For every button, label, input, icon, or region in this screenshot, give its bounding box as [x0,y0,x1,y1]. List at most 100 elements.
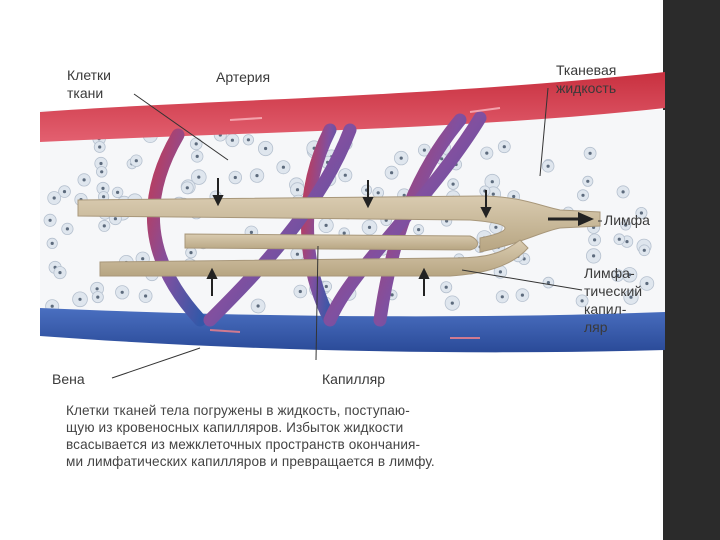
cell-nucleus [230,138,234,142]
label-pointers [111,87,602,379]
cell-nucleus [390,293,394,297]
cell-nucleus [194,142,198,146]
label-tissue-fluid-line2: жидкость [556,80,616,96]
cell-nucleus [62,190,67,194]
cell-nucleus [485,151,489,155]
cell-nucleus [581,193,585,197]
cell-nucleus [440,157,444,161]
cell-nucleus [120,290,124,294]
cell-nucleus [249,230,253,234]
cell-nucleus [451,182,455,186]
cell-nucleus [490,180,494,184]
cell-nucleus [645,281,649,286]
cell-nucleus [113,217,117,221]
cell-nucleus [281,165,285,169]
label-cells-line2: ткани [67,85,103,101]
cell-nucleus [628,273,632,277]
lymph-flow-arrowhead [578,212,594,226]
caption-line-1: Клетки тканей тела погружены в жидкость,… [66,403,410,418]
cell-nucleus [580,299,584,303]
cell-nucleus [295,252,299,256]
cell-nucleus [96,295,100,299]
cell-nucleus [101,186,105,190]
caption-line-2: щую из кровеносных капилляров. Избыток ж… [66,420,404,435]
cell-nucleus [197,175,201,179]
label-capillary: Капилляр [322,371,385,387]
cell-nucleus [264,146,268,151]
cell-nucleus [491,192,495,196]
cell-nucleus [593,238,597,242]
cell-nucleus [546,164,550,168]
cell-nucleus [255,174,259,178]
cell-nucleus [141,257,145,261]
cell-nucleus [298,289,302,294]
cell-nucleus [367,225,372,229]
cell-nucleus [399,156,403,160]
cell-nucleus [642,248,646,252]
cell-nucleus [102,224,106,228]
cell-nucleus [417,228,421,232]
blood-flow-arrows [209,107,501,339]
caption-line-3: всасывается из межклеточных пространств … [66,437,421,452]
cell-nucleus [100,170,104,174]
cell-nucleus [134,159,138,163]
cell-nucleus [376,191,380,195]
cell-nucleus [629,295,633,299]
label-vein: Вена [52,371,85,387]
cell-nucleus [246,138,250,142]
cell-nucleus [592,254,596,258]
cell-nucleus [624,223,628,227]
cell-nucleus [586,179,590,183]
dark-side-bar [663,0,720,540]
cell-nucleus [402,193,406,197]
cell-nucleus [189,251,193,255]
label-lymph: Лимфа [604,212,650,228]
cell-nucleus [494,225,498,229]
cell-nucleus [498,270,502,274]
caption: Клетки тканей тела погружены в жидкость,… [66,402,666,470]
cell-nucleus [324,223,328,227]
lymphatic-capillaries [77,195,601,277]
cell-nucleus [98,145,102,149]
cell-nucleus [444,285,448,289]
artery-vessel [40,72,665,142]
cell-nucleus [95,287,99,291]
cell-nucleus [52,196,56,200]
cell-nucleus [116,190,120,194]
cell-nucleus [295,188,300,192]
cell-nucleus [512,194,516,199]
cell-nucleus [256,304,260,308]
cell-nucleus [639,211,644,215]
label-lymph-capillary-line3: капил- [584,301,627,317]
cell-nucleus [144,294,148,298]
cell-nucleus [450,301,454,305]
cell-nucleus [342,231,346,235]
cell-nucleus [625,240,629,244]
cell-nucleus [343,173,347,177]
cell-nucleus [621,190,625,194]
cell-nucleus [588,151,592,155]
label-tissue-fluid-line1: Тканевая [556,62,616,78]
cell-nucleus [185,186,189,190]
cell-nucleus [58,271,62,275]
cell-nucleus [390,171,394,175]
cell-nucleus [422,148,426,152]
cell-nucleus [102,195,106,199]
cell-nucleus [616,273,620,278]
cell-nucleus [50,241,54,245]
cell-nucleus [617,237,621,241]
label-lymph-capillary-line1: Лимфа- [584,265,635,281]
caption-line-4: ми лимфатических капилляров и превращает… [66,454,435,469]
cell-nucleus [500,295,504,299]
cell-nucleus [233,175,237,180]
cell-nucleus [195,154,199,158]
cell-nucleus [65,227,69,231]
cell-nucleus [82,178,86,182]
cell-nucleus [99,161,103,166]
label-artery: Артерия [216,69,270,85]
cell-nucleus [78,297,82,301]
label-lymph-capillary-line2: тический [584,283,642,299]
cell-nucleus [324,284,328,289]
